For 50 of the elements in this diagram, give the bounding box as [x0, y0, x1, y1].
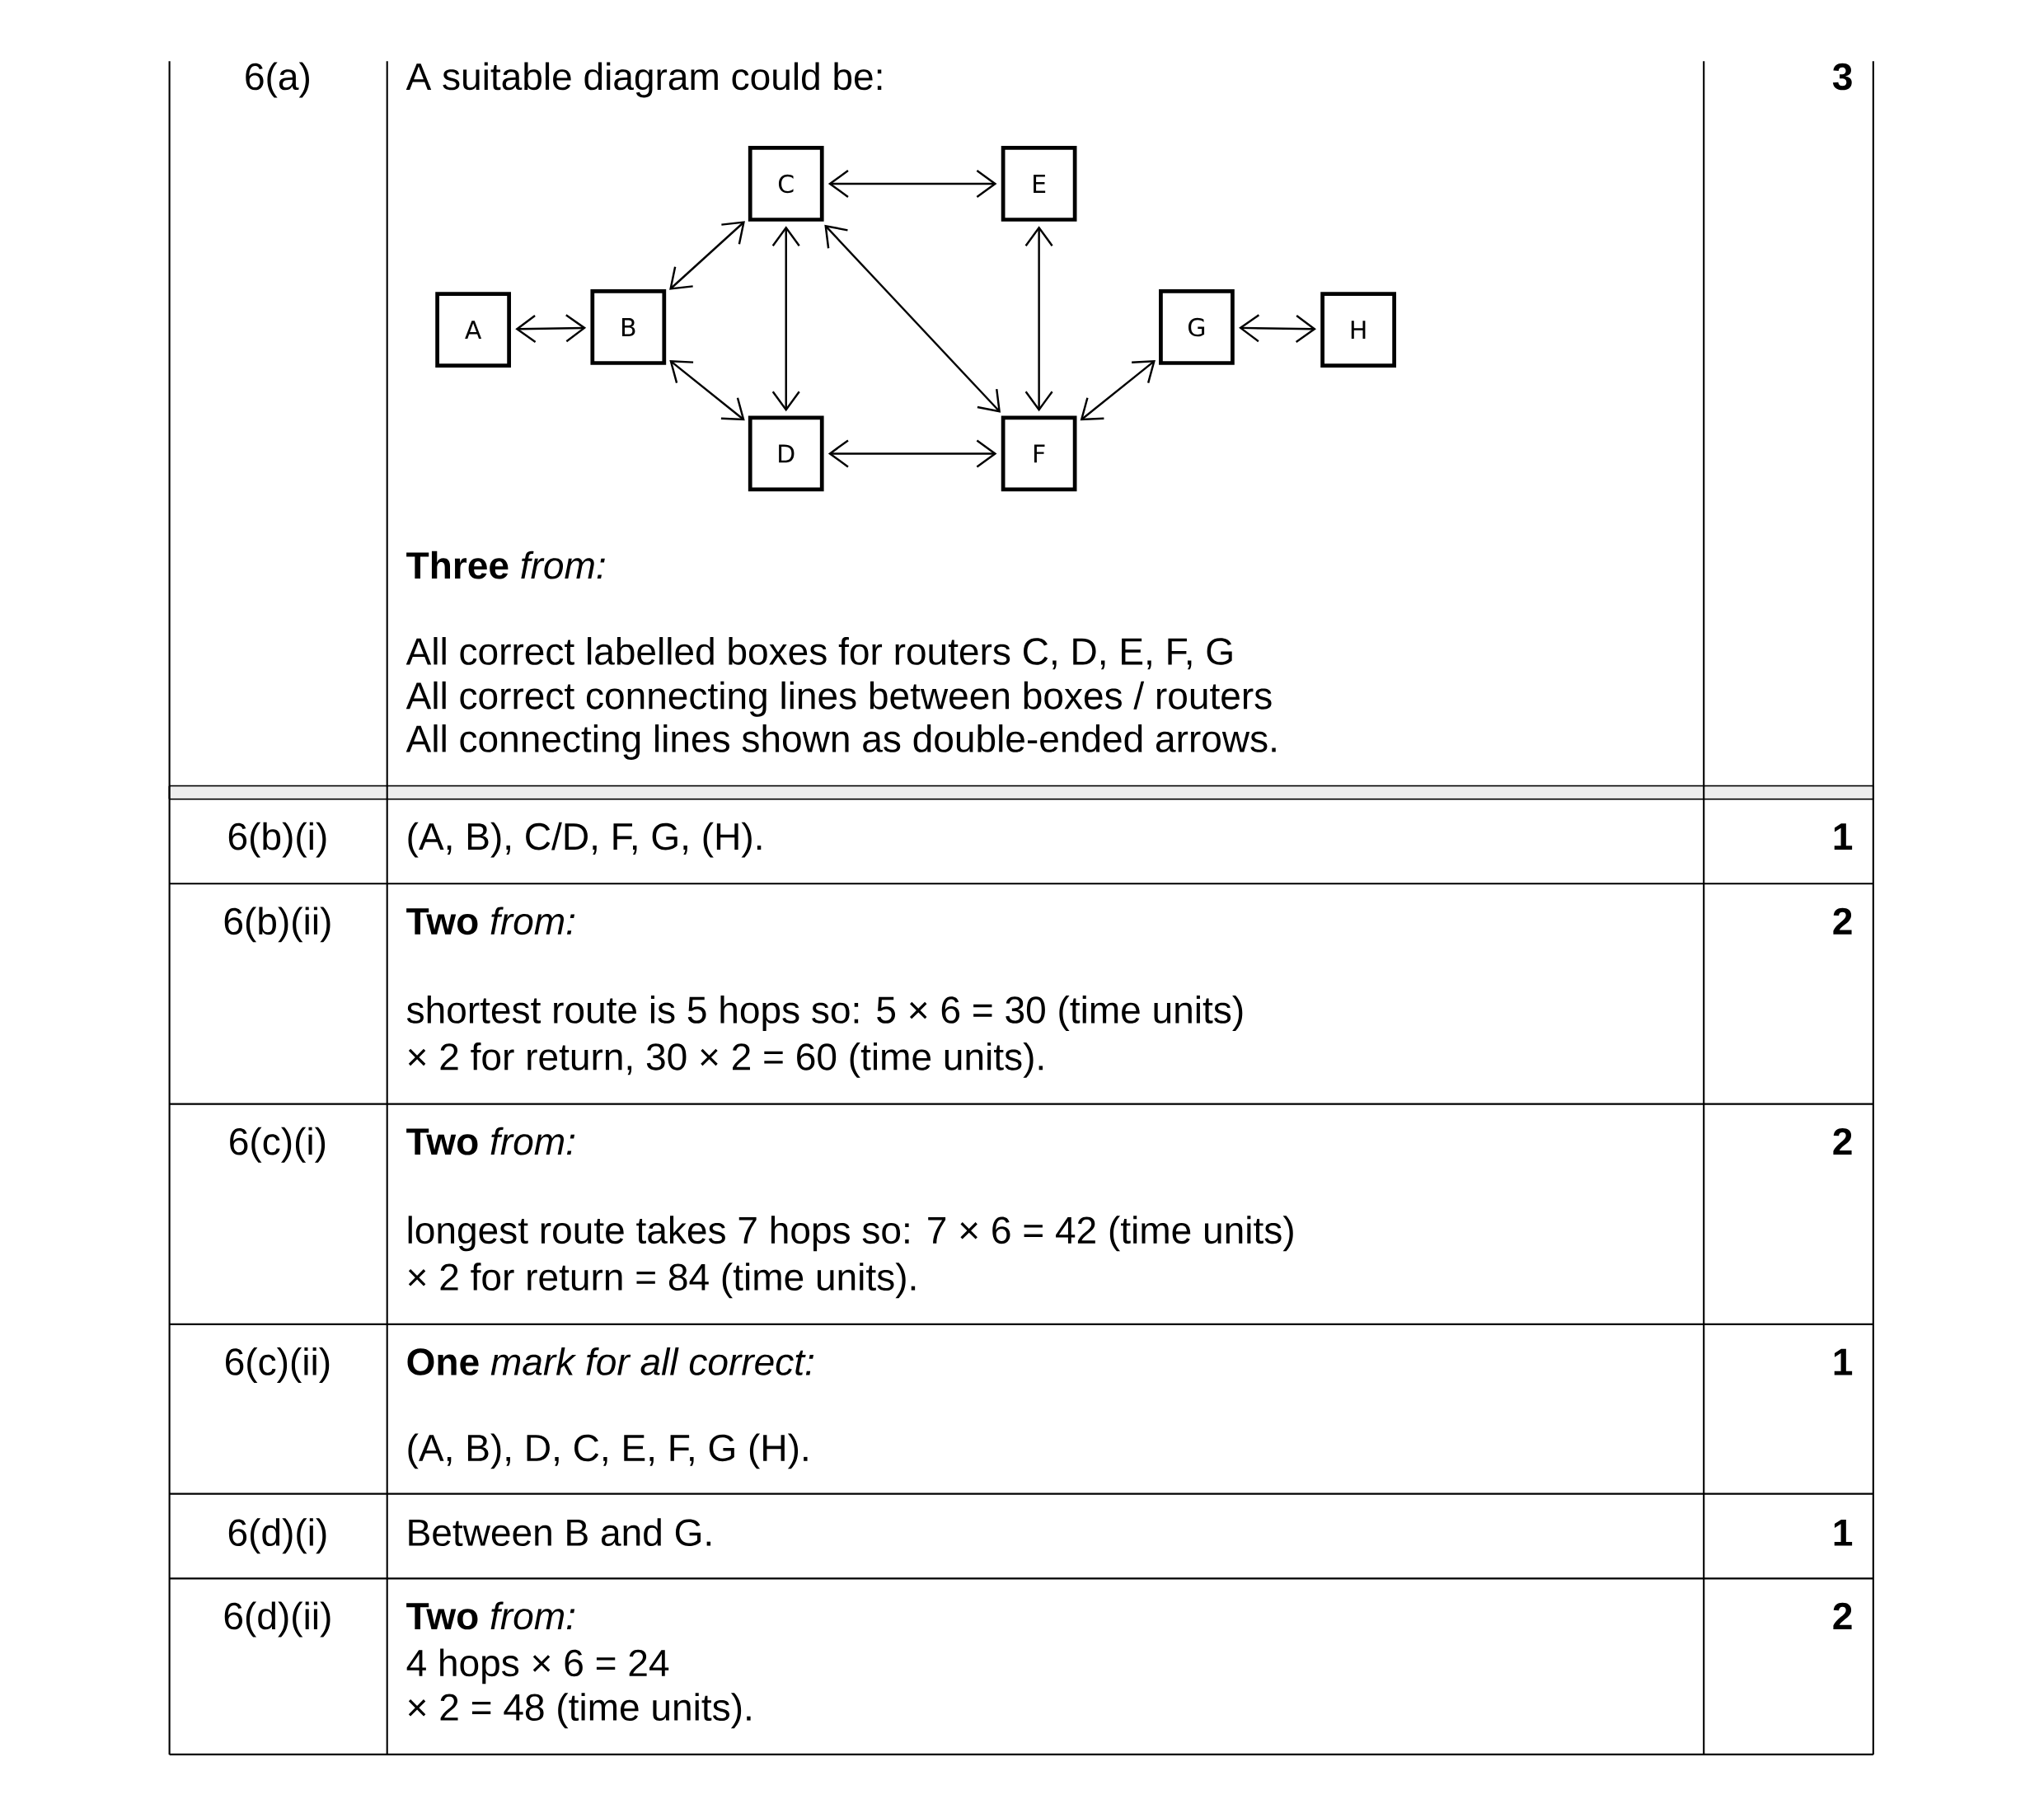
double-arrow [771, 226, 800, 412]
answer-text: × 2 = 48 (time units). [408, 1693, 751, 1729]
question-number: 6(b)(i) [228, 822, 326, 858]
mark-value: 2 [1833, 907, 1852, 935]
answer-text: A suitable diagram could be: [406, 62, 882, 98]
double-arrow [827, 439, 997, 468]
question-number: 6(b)(ii) [224, 907, 331, 943]
answer-text: All connecting lines shown as double-ended arrows. [406, 724, 1276, 760]
router-box: F [1001, 415, 1077, 492]
answer-text: All correct connecting lines between boxes / routers [406, 681, 1272, 717]
router-box: C [748, 146, 824, 222]
router-box: B [590, 289, 667, 365]
answer-text: Two from: [406, 1127, 575, 1155]
double-arrow [827, 170, 997, 198]
question-number: 6(c)(ii) [226, 1347, 330, 1383]
double-arrow [515, 314, 587, 343]
router-box: E [1001, 146, 1077, 222]
mark-value: 2 [1833, 1127, 1852, 1155]
answer-text: 4 hops × 6 = 24 [406, 1648, 669, 1684]
mark-value: 1 [1834, 1348, 1853, 1375]
answer-text: All correct labelled boxes for routers C, D, E, F, G [406, 637, 1232, 670]
answer-text: (A, B), D, C, E, F, G (H). [408, 1433, 808, 1469]
answer-text: longest route takes 7 hops so: 7 × 6 = 42 (time units) [408, 1216, 1293, 1252]
mark-value: 1 [1834, 823, 1853, 850]
answer-text: × 2 for return = 84 (time units). [408, 1263, 916, 1299]
question-number: 6(c)(i) [230, 1127, 326, 1163]
double-arrow [669, 360, 745, 421]
mark-value: 2 [1833, 1602, 1852, 1629]
mark-value: 1 [1834, 1519, 1853, 1546]
answer-text: Between B and G. [409, 1518, 711, 1547]
double-arrow [1239, 314, 1316, 343]
answer-text: (A, B), C/D, F, G, (H). [408, 822, 762, 858]
double-arrow [669, 221, 745, 290]
router-box: A [435, 292, 511, 368]
answer-text: One mark for all correct: [407, 1347, 814, 1375]
double-arrow [1024, 226, 1053, 412]
router-box: G [1159, 289, 1235, 365]
router-box: H [1320, 292, 1396, 368]
router-box: D [748, 415, 824, 492]
double-arrow [1080, 360, 1156, 421]
answer-text: shortest route is 5 hops so: 5 × 6 = 30 (time units) [406, 996, 1243, 1031]
answer-text: Two from: [406, 907, 575, 935]
answer-text: × 2 for return, 30 × 2 = 60 (time units). [408, 1042, 1043, 1078]
answer-text: Three from: [406, 551, 605, 579]
question-number: 6(a) [246, 62, 309, 98]
mark-value: 3 [1832, 63, 1852, 91]
question-number: 6(d)(i) [228, 1518, 326, 1554]
question-number: 6(d)(ii) [224, 1601, 331, 1638]
double-arrow [824, 224, 1001, 413]
answer-text: Two from: [406, 1601, 575, 1630]
